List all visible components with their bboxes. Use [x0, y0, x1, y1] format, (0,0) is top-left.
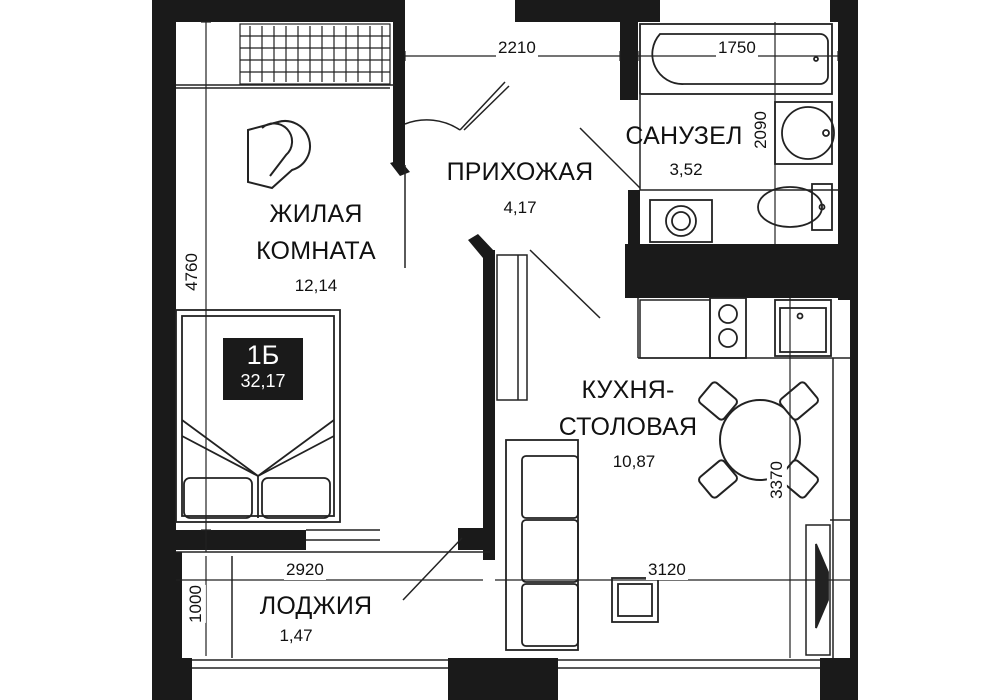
dim-bath-depth: 2090 [750, 111, 771, 149]
stove-icon [709, 297, 747, 359]
bathtub-icon [639, 23, 833, 95]
dim-bath-width: 1750 [716, 38, 758, 58]
kitchen-name-line1: КУХНЯ- [581, 376, 675, 404]
sink-icon [774, 101, 835, 165]
walls [152, 0, 858, 700]
dim-loggia-depth: 1000 [185, 585, 206, 623]
apartment-total-area: 32,17 [240, 371, 286, 391]
dining-table-icon [698, 381, 819, 499]
tv-icon [815, 543, 829, 629]
wardrobe [239, 23, 391, 85]
dim-hall-width: 2210 [496, 38, 538, 58]
interior-lines [176, 81, 850, 669]
dim-living-depth: 4760 [181, 253, 202, 291]
loggia-area: 1,47 [279, 626, 313, 645]
living-room-name: ЖИЛАЯ КОМНАТА [236, 200, 396, 266]
dim-kitchen-depth: 3370 [766, 461, 787, 499]
living-room-area: 12,14 [294, 276, 338, 295]
toilet-icon [757, 183, 833, 231]
washing-machine-icon [649, 199, 713, 243]
bathroom-name: САНУЗЕЛ [625, 122, 743, 150]
dim-living-width: 2920 [284, 560, 326, 580]
coffee-table-icon [611, 577, 659, 623]
dim-kitchen-width: 3120 [646, 560, 688, 580]
hall-name: ПРИХОЖАЯ [446, 158, 594, 186]
sofa-icon [505, 439, 579, 651]
armchair-icon [247, 120, 311, 190]
apartment-code: 1Б [246, 340, 280, 370]
kitchen-name-line2: СТОЛОВАЯ [558, 412, 698, 441]
apartment-badge: 1Б 32,17 [223, 338, 303, 400]
kitchen-sink-icon [774, 299, 832, 357]
hall-area: 4,17 [503, 198, 537, 217]
loggia-name: ЛОДЖИЯ [259, 592, 373, 620]
living-room-name-line2: КОМНАТА [256, 236, 376, 265]
bathroom-area: 3,52 [669, 160, 703, 179]
kitchen-area: 10,87 [612, 452, 656, 471]
living-room-name-line1: ЖИЛАЯ [269, 200, 363, 228]
bed-icon [175, 309, 341, 523]
kitchen-name: КУХНЯ- СТОЛОВАЯ [548, 376, 708, 442]
